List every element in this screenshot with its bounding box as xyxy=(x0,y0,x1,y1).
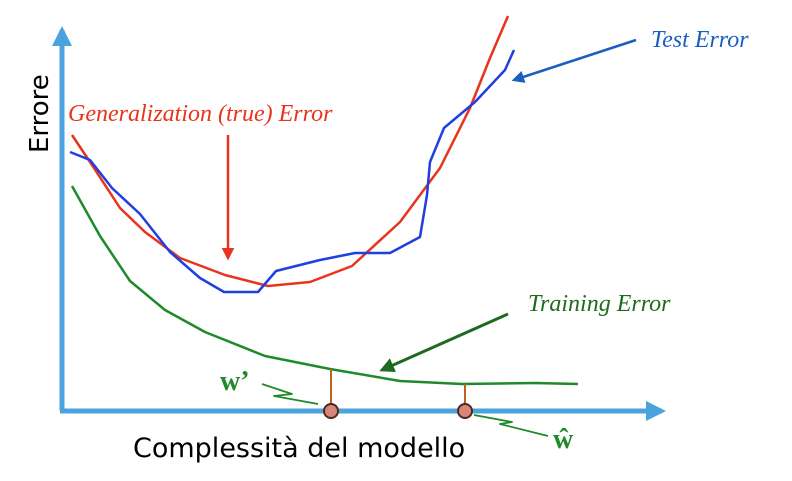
w-hat-label: ŵ xyxy=(553,424,574,455)
generalization-error-label: Generalization (true) Error xyxy=(68,101,333,127)
w-hat-marker xyxy=(457,403,473,419)
x-axis-label: Complessità del modello xyxy=(133,433,465,464)
y-axis-label: Errore xyxy=(25,74,55,153)
w-prime-marker xyxy=(323,403,339,419)
w-prime-label: w’ xyxy=(220,366,250,397)
generalization-error-curve xyxy=(70,15,510,288)
training-error-label: Training Error xyxy=(528,291,671,317)
test-error-curve xyxy=(69,49,516,294)
w-prime-pointer xyxy=(261,383,319,405)
w-hat-pointer xyxy=(473,414,549,437)
test-error-arrow xyxy=(511,38,637,83)
test-error-label: Test Error xyxy=(651,27,749,53)
training-error-arrow xyxy=(379,312,509,372)
training-error-curve xyxy=(70,185,579,386)
